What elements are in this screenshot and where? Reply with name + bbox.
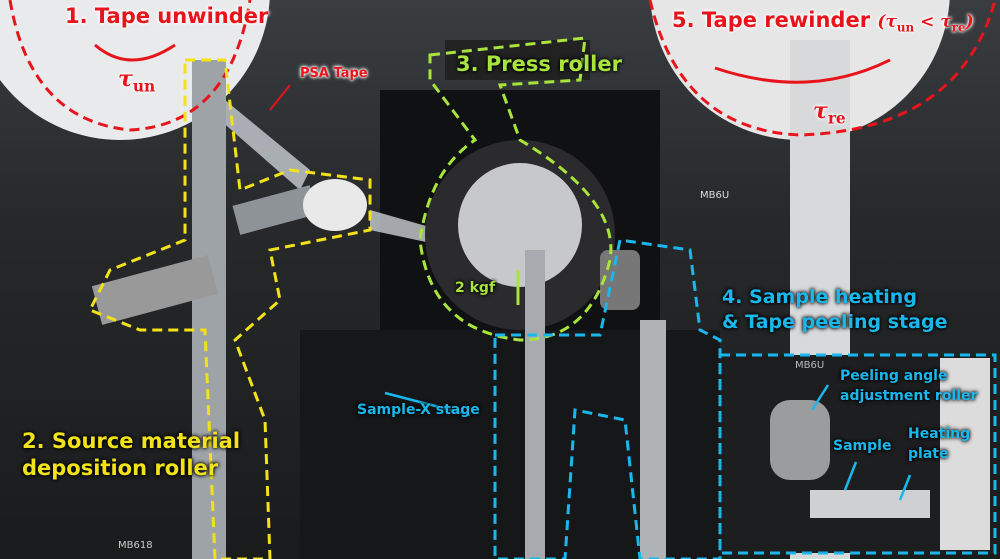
rewinder-title: 5. Tape rewinder	[672, 8, 871, 32]
label-peeling-roller: Peeling angle adjustment roller	[840, 366, 977, 406]
paren-open: (	[877, 12, 886, 32]
roller-rod	[91, 255, 219, 325]
stage-label: MB618	[118, 540, 153, 551]
rewinder-rotation-arrow	[714, 58, 891, 84]
inset-roller	[770, 400, 830, 480]
label-tape-rewinder: 5. Tape rewinder (τun < τre)	[672, 8, 974, 34]
tau-re-subscript: re	[951, 20, 966, 35]
label-press-roller: 3. Press roller	[456, 52, 622, 76]
tau-subscript: un	[132, 77, 156, 96]
inset-post	[940, 358, 990, 550]
label-force: 2 kgf	[455, 280, 496, 296]
source-roller	[303, 179, 367, 231]
psa-tape	[220, 100, 310, 190]
sample-arrow	[843, 461, 858, 491]
tau-relation: (τun < τre)	[877, 12, 974, 35]
press-outline	[418, 36, 613, 342]
press-roller-hub	[458, 163, 582, 287]
label-sample: Sample	[833, 438, 892, 454]
press-post	[525, 250, 545, 559]
label-psa-tape: PSA Tape	[300, 66, 368, 81]
mount-label: MB6U	[700, 190, 730, 201]
peeling-line-1: Peeling angle	[840, 368, 948, 384]
label-sample-x-stage: Sample-X stage	[357, 402, 480, 418]
deposition-post	[192, 60, 226, 559]
tau-symbol: τ	[813, 98, 828, 124]
deposition-outline	[87, 58, 372, 559]
tau-re-symbol: τ	[940, 12, 952, 32]
sample-x-arrow	[384, 391, 471, 417]
inset-heating-plate	[810, 490, 930, 518]
heating-plate-arrow	[898, 474, 912, 501]
peeling-roller-arrow	[810, 384, 830, 411]
paren-close: )	[965, 12, 974, 32]
peeling-line-2: adjustment roller	[840, 388, 978, 404]
tape-segment	[370, 210, 440, 245]
heating-plate-line-2: plate	[908, 446, 949, 462]
label-deposition-roller: 2. Source material deposition roller	[22, 428, 240, 482]
heating-plate-line-1: Heating	[908, 426, 971, 442]
unwinder-rotation-arrow	[94, 43, 176, 62]
tau-un-symbol: τ	[885, 12, 897, 32]
label-heating-plate: Heating plate	[908, 424, 970, 464]
heating-line-1: 4. Sample heating	[722, 286, 917, 308]
tau-symbol: τ	[118, 66, 133, 92]
label-tau-un: τun	[118, 66, 155, 95]
peel-roller	[600, 250, 640, 310]
label-tape-unwinder: 1. Tape unwinder	[65, 4, 269, 28]
roller-arm	[232, 185, 318, 235]
inset-outline	[718, 353, 997, 555]
heating-line-2: & Tape peeling stage	[722, 311, 948, 333]
unwinder-outline	[8, 0, 252, 132]
deposition-line-2: deposition roller	[22, 456, 219, 480]
peel-post	[640, 320, 666, 559]
less-than: <	[914, 12, 941, 32]
label-tau-re: τre	[813, 98, 846, 127]
tau-un-subscript: un	[896, 20, 915, 35]
inset-mount-label: MB6U	[795, 360, 825, 371]
tau-subscript: re	[827, 109, 846, 128]
psa-tape-arrow	[269, 84, 291, 111]
label-heating-peeling-stage: 4. Sample heating & Tape peeling stage	[722, 285, 947, 335]
deposition-line-1: 2. Source material	[22, 429, 241, 453]
rewinder-outline	[648, 0, 997, 137]
